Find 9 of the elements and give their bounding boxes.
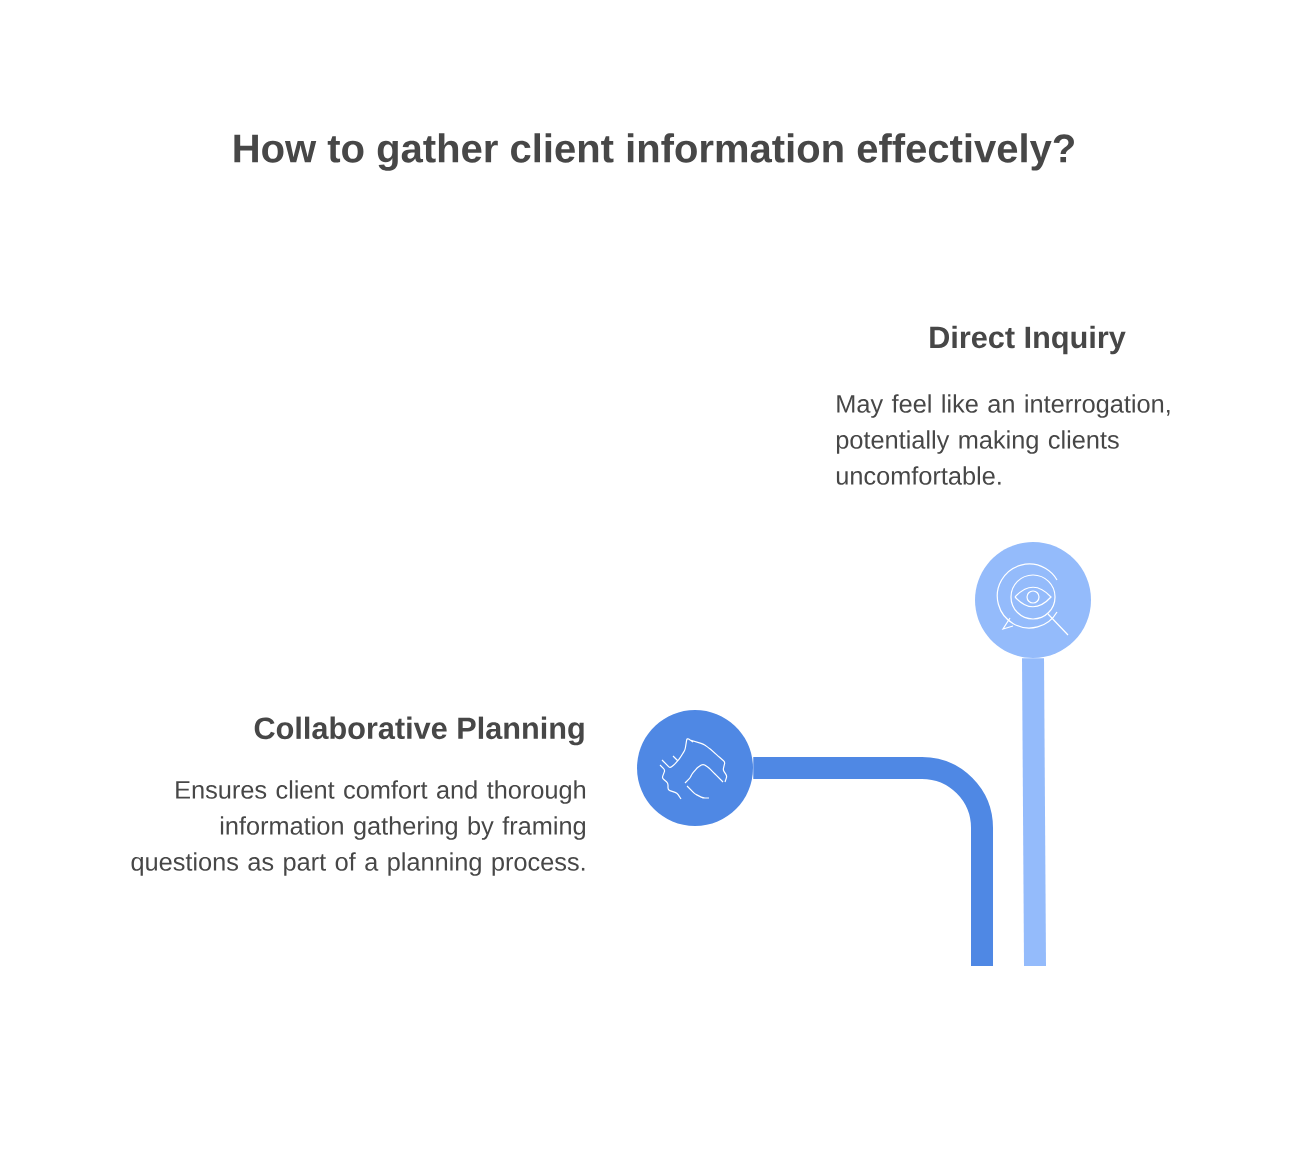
title: How to gather client information effectively? [234,133,1074,171]
description: Ensures client comfort and thorough information gathering by framing questions as part of a planning process. [131,780,586,876]
connector-bar [1022,658,1046,967]
heading: Direct Inquiry [930,325,1126,355]
connector-bar [753,757,993,966]
icon-circle [975,542,1091,658]
icon-circle [637,710,753,826]
heading: Collaborative Planning [254,716,584,746]
description: May feel like an interrogation, potentially making clients uncomfortable. [836,394,1170,485]
